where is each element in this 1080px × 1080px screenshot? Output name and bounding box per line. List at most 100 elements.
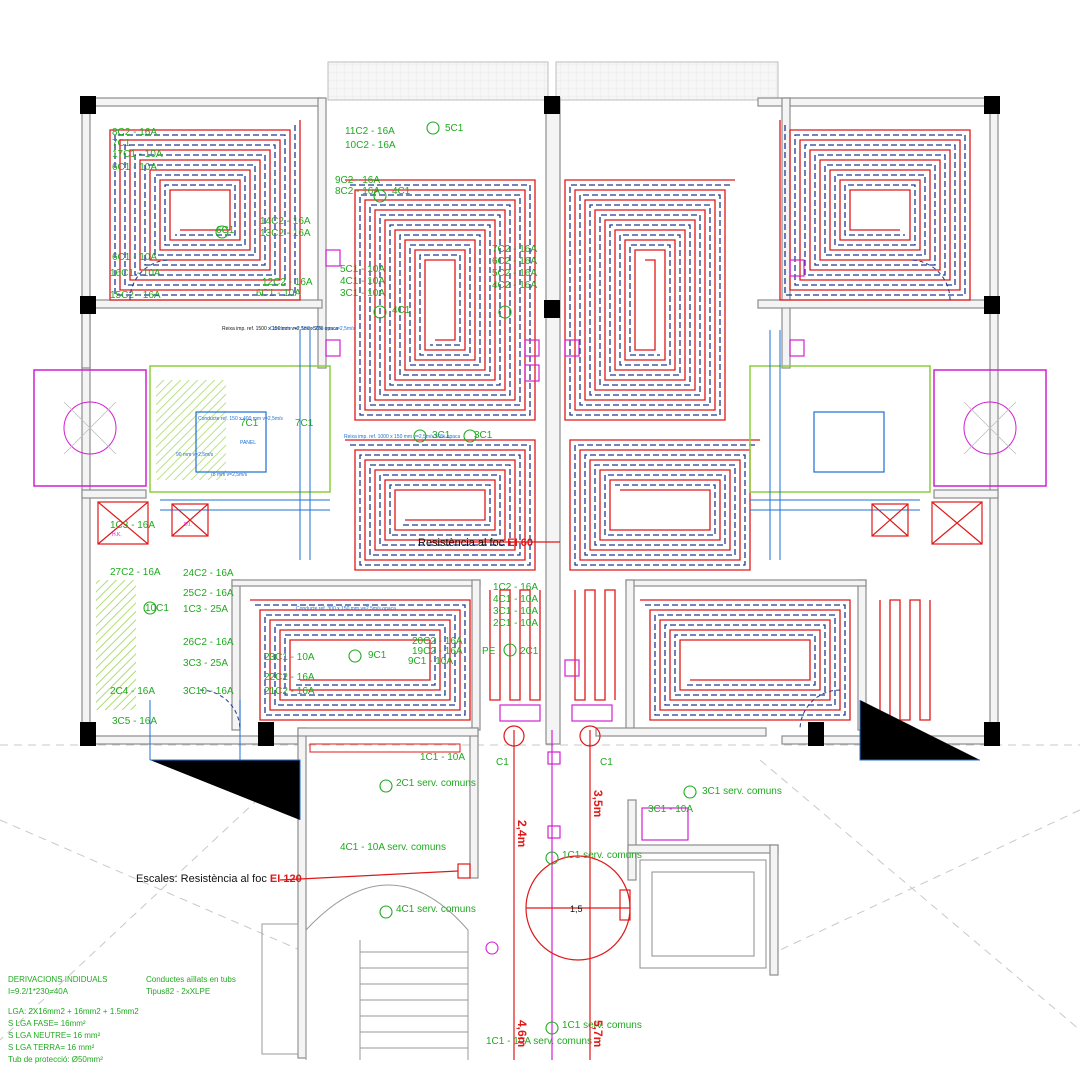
circuit-label: 17C1 - 10A (112, 149, 163, 160)
legend: DERIVACIONS INDIDUALS I=9.2/1*230=40A LG… (8, 975, 236, 1064)
circuit-label: 6C1 (216, 225, 235, 236)
circuit-label: 1C3 - 25A (183, 604, 228, 615)
duct-note: Reixa imp. ref. 1000 x 150 mm v=2,5m/s 5… (344, 434, 461, 440)
circuit-label: 3C1 (474, 430, 493, 441)
circuit-label: 4C1 - 10A (493, 594, 538, 605)
legend-line: Tub de protecció: Ø50mm² (8, 1055, 103, 1064)
risers (279, 541, 631, 1060)
heat-recovery-units (97, 501, 983, 545)
ventilation-zone-right (749, 330, 980, 761)
balconies (33, 369, 1047, 487)
patio-left (327, 61, 549, 101)
circuit-label: 7C2 - 16A (492, 244, 537, 255)
duct-notes: Reixa imp. ref. 1500 x 150 mm v=2,5m/s 5… (112, 326, 461, 612)
legend-line: Tipus82 - 2xXLPE (146, 987, 210, 996)
circuit-label: 1C3 - 16A (110, 520, 155, 531)
circuit-label: 9C2 - 16A (335, 175, 380, 186)
heating-circuit-bedroom-tl (109, 120, 301, 301)
heating-circuit-room-bl (250, 599, 471, 721)
circuit-label: 22C2 - 16A (264, 672, 315, 683)
stairs-fire-prefix: Escales: Resistència al foc (136, 873, 270, 885)
circuit-label: C1 (496, 757, 509, 768)
door-swings (129, 259, 951, 731)
heating-circuit-hall-r (569, 439, 760, 571)
heating-circuit-living-l (345, 179, 536, 421)
dimension-label: 5,7m (591, 1020, 605, 1047)
circuit-label: 10C2 - 16A (345, 140, 396, 151)
circuit-label: 6C1 - 10A (112, 162, 157, 173)
circuit-label: 5C1 (445, 123, 464, 134)
service-label: 3C1 serv. comuns (702, 786, 782, 797)
heating-circuit-hall-l (345, 439, 536, 571)
duct-note: D.I. (184, 522, 192, 528)
legend-title: DERIVACIONS INDIDUALS (8, 975, 107, 984)
duct-note: Conducte ref. 150 x 200 mm v=2,5m/s (270, 326, 355, 332)
circuit-label: 10C1 (145, 603, 169, 614)
circuit-label: 8C2 - 16A (112, 127, 157, 138)
duct-note: Reixa imp. ref. 1500 x 150 mm v=2,5m/s 5… (222, 326, 339, 332)
circuit-label: 6C1 - 10A (256, 288, 301, 299)
circuit-label: 2C1 - 10A (493, 618, 538, 629)
duct-note: PANEL (240, 440, 256, 446)
service-label: 4C1 - 10A serv. comuns (340, 842, 446, 853)
dimension-label: 1,5 (570, 904, 583, 914)
legend-line: S LGA NEUTRE= 16 mm² (8, 1031, 101, 1040)
circuit-label: 8C2 - 16A (335, 186, 380, 197)
dimension-label: 3,5m (591, 790, 605, 817)
circuit-label: 4C1 (392, 186, 411, 197)
duct-note: H.K. (112, 532, 122, 538)
circuit-label: 5C2 - 16A (492, 268, 537, 279)
ventilation-zone-left (96, 330, 331, 820)
dimension-label: 4,6m (515, 1020, 529, 1047)
circuit-label: PE (482, 646, 496, 657)
circuit-label: 9C1 - 10A (408, 656, 453, 667)
heating-circuit-bedroom-tr (779, 120, 971, 301)
circuit-label: 24C2 - 16A (183, 568, 234, 579)
elevator (639, 859, 767, 969)
circuit-label: 14C2 - 16A (260, 216, 311, 227)
heating-circuit-room-br (640, 599, 851, 721)
circuit-label: 3C3 - 25A (183, 658, 228, 669)
circuit-label: 7C1 (240, 418, 259, 429)
electrical-boxes (325, 249, 805, 841)
circuit-label: C1 (600, 757, 613, 768)
legend-line: Conductes aïllats en tubs (146, 975, 236, 984)
circuit-label: 23C1 - 10A (264, 652, 315, 663)
service-label: 3C1 - 10A (648, 804, 693, 815)
circuit-label: 15C2 - 16A (110, 290, 161, 301)
staircase (261, 743, 469, 1060)
fire-resistance-unit: Resistència al foc EI 60 (418, 537, 533, 549)
legend-line: LGA: 2X16mm2 + 16mm2 + 1.5mm2 (8, 1007, 139, 1016)
duct-note: Conducte ref. 300 x 150 mm v=2,5m/s opac… (296, 606, 396, 612)
light-points (143, 121, 697, 1035)
svg-text:Resistència al foc EI 60: Resistència al foc EI 60 (418, 537, 533, 549)
dimension-label: 2,4m (515, 820, 529, 847)
circuit-label: 3C1 - 10A (493, 606, 538, 617)
structural-columns (80, 96, 1000, 746)
service-label: 1C1 - 10A serv. comuns (486, 1036, 592, 1047)
circuit-label: 19C2 - 16A (412, 646, 463, 657)
heating-circuit-living-r (564, 179, 735, 421)
circuit-label: 11C2 - 16A (345, 126, 395, 137)
circuit-label: 3C1 (432, 430, 451, 441)
circuit-label: 3C10 - 16A (183, 686, 234, 697)
underfloor-heating (109, 120, 971, 721)
circuit-label: 20C2 - 16A (412, 636, 463, 647)
circuit-label: 25C2 - 16A (183, 588, 234, 599)
circuit-label: 6C2 - 16A (492, 256, 537, 267)
circuit-labels-left: 8C2 - 16A 7C1 17C1 - 10A 6C1 - 10A 6C1 -… (110, 123, 613, 768)
duct-note: Conducte ref. 150 x 400 mm v=2,5m/s (198, 416, 283, 422)
circuit-label: 4C2 - 16A (492, 280, 537, 291)
circuit-label: 7C1 (112, 138, 131, 149)
circuit-label: 2C1 (520, 646, 539, 657)
circuit-label: 6C1 - 10A (112, 252, 157, 263)
common-service-labels: 1C1 - 10A 2C1 serv. comuns 3C1 serv. com… (340, 752, 782, 1047)
duct-note: 75 mm v=2,5m/s (210, 472, 248, 478)
circuit-label: 3C5 - 16A (112, 716, 157, 727)
service-label: 2C1 serv. comuns (396, 778, 476, 789)
service-label: 1C1 - 10A (420, 752, 465, 763)
legend-line: I=9.2/1*230=40A (8, 987, 69, 996)
service-label: 1C1 serv. comuns (562, 1020, 642, 1031)
circuit-label: 4C1 (392, 305, 411, 316)
